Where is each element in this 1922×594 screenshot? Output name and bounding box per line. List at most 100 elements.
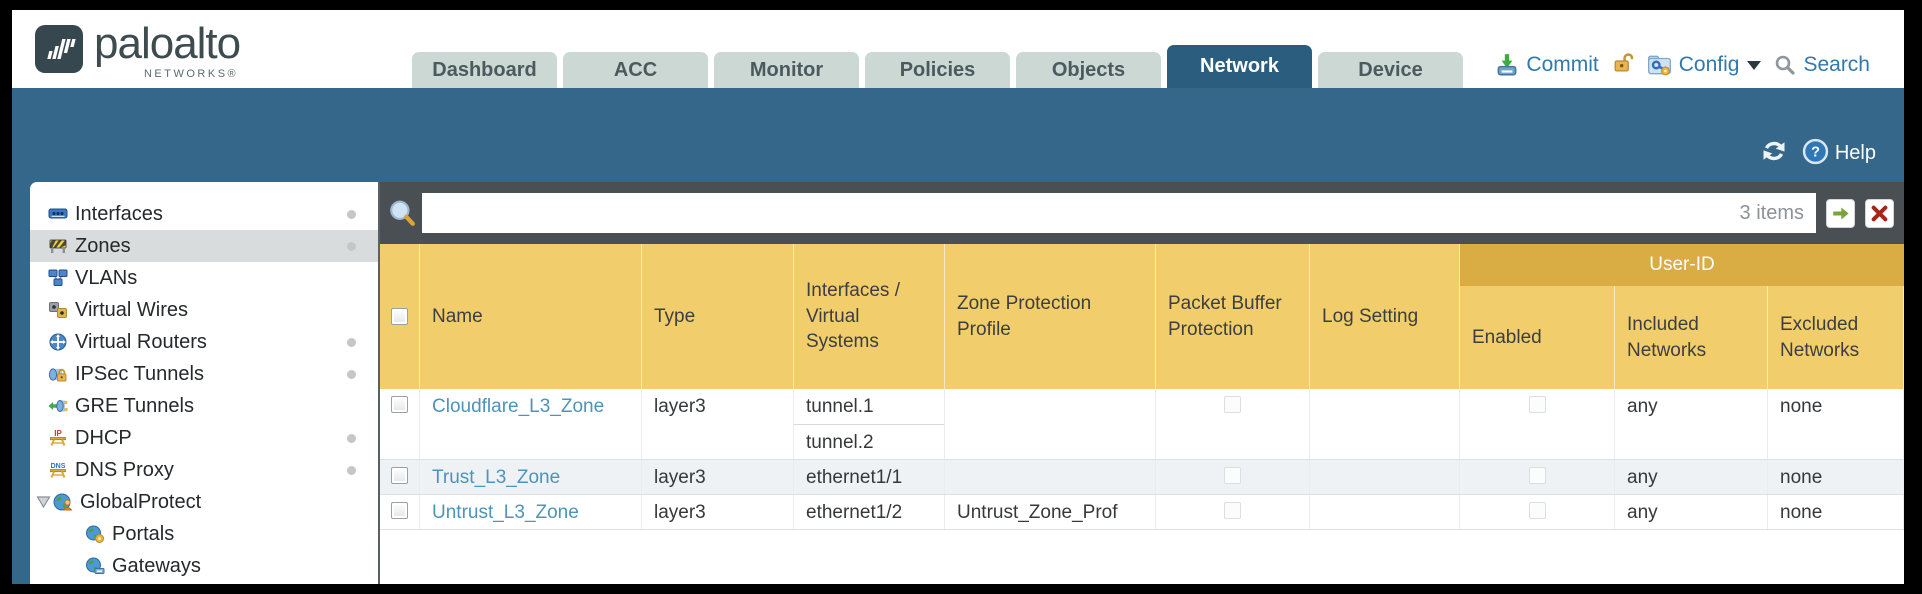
sidebar-item-zones[interactable]: Zones xyxy=(30,230,378,262)
sidebar-item-label: Interfaces xyxy=(75,202,163,225)
col-header-excluded-networks[interactable]: Excluded Networks xyxy=(1768,286,1904,389)
teal-band: ? Help xyxy=(12,88,1904,182)
zone-name-link[interactable]: Cloudflare_L3_Zone xyxy=(432,396,605,417)
zones-icon xyxy=(49,239,67,253)
top-header: paloalto NETWORKS® Dashboard ACC Monitor… xyxy=(12,10,1904,88)
col-header-included-networks[interactable]: Included Networks xyxy=(1615,286,1768,389)
main-tabs: Dashboard ACC Monitor Policies Objects N… xyxy=(412,45,1469,88)
col-header-interfaces[interactable]: Interfaces / Virtual Systems xyxy=(794,244,945,389)
tab-policies[interactable]: Policies xyxy=(865,52,1010,88)
header-actions: Commit Config xyxy=(1494,50,1870,80)
tab-dashboard[interactable]: Dashboard xyxy=(412,52,557,88)
cell-interfaces: tunnel.1 tunnel.2 xyxy=(794,389,945,459)
commit-button[interactable]: Commit xyxy=(1494,52,1599,78)
col-header-zone-protection-profile[interactable]: Zone Protection Profile xyxy=(945,244,1156,389)
select-all-checkbox[interactable] xyxy=(391,308,408,325)
sidebar-item-label: Virtual Wires xyxy=(75,298,188,321)
sidebar-item-label: Gateways xyxy=(112,554,201,577)
sidebar-item-label: IPSec Tunnels xyxy=(75,362,204,385)
tab-network[interactable]: Network xyxy=(1167,45,1312,88)
cell-zone-protection-profile xyxy=(945,389,1156,459)
vlans-icon xyxy=(48,269,68,286)
cell-log-setting xyxy=(1310,460,1460,494)
cell-type: layer3 xyxy=(642,495,794,529)
sidebar-item-ipsec-tunnels[interactable]: IPSec Tunnels xyxy=(30,358,378,390)
clear-filter-button[interactable] xyxy=(1865,198,1894,228)
green-arrow-icon xyxy=(1833,206,1849,220)
ipsec-tunnels-icon xyxy=(48,368,67,382)
main-area: Interfaces Zones xyxy=(12,182,1904,584)
cell-interfaces: ethernet1/2 xyxy=(794,495,945,529)
apply-filter-button[interactable] xyxy=(1826,198,1855,228)
chevron-down-icon xyxy=(1747,60,1762,70)
row-checkbox[interactable] xyxy=(391,467,408,484)
expander-triangle-icon[interactable] xyxy=(36,496,51,508)
dhcp-icon: IP xyxy=(50,429,66,446)
cell-packet-buffer-protection xyxy=(1156,460,1310,494)
col-header-log-setting[interactable]: Log Setting xyxy=(1310,244,1460,389)
row-checkbox[interactable] xyxy=(391,396,408,413)
config-menu-button[interactable]: Config xyxy=(1646,52,1762,78)
cell-packet-buffer-protection xyxy=(1156,495,1310,529)
sidebar-item-vlans[interactable]: VLANs xyxy=(30,262,378,294)
virtual-routers-icon xyxy=(49,333,67,351)
config-label: Config xyxy=(1678,53,1740,76)
sidebar-item-label: VLANs xyxy=(75,266,138,289)
col-header-enabled[interactable]: Enabled xyxy=(1460,286,1615,389)
zone-name-link[interactable]: Untrust_L3_Zone xyxy=(432,502,579,523)
sidebar-item-dhcp[interactable]: IP DHCP xyxy=(30,422,378,454)
svg-text:DNS: DNS xyxy=(51,463,66,470)
user-id-enabled-checkbox xyxy=(1528,396,1546,413)
interface-entry: tunnel.1 xyxy=(794,389,944,425)
zone-name-link[interactable]: Trust_L3_Zone xyxy=(432,467,561,488)
cell-name: Trust_L3_Zone xyxy=(420,460,642,494)
tab-acc[interactable]: ACC xyxy=(563,52,708,88)
sidebar-item-gateways[interactable]: Gateways xyxy=(30,550,378,582)
cell-excluded-networks: none xyxy=(1768,389,1904,459)
cell-packet-buffer-protection xyxy=(1156,389,1310,459)
cell-name: Cloudflare_L3_Zone xyxy=(420,389,642,459)
filter-search-icon xyxy=(390,200,415,226)
status-dot xyxy=(347,338,356,347)
cell-type: layer3 xyxy=(642,389,794,459)
filter-bar: 3 items xyxy=(380,182,1904,244)
commit-icon xyxy=(1497,54,1517,76)
sidebar-item-interfaces[interactable]: Interfaces xyxy=(30,198,378,230)
interface-entry: tunnel.2 xyxy=(806,432,874,453)
sidebar-item-virtual-wires[interactable]: Virtual Wires xyxy=(30,294,378,326)
sidebar-item-globalprotect[interactable]: GlobalProtect xyxy=(30,486,378,518)
search-button[interactable]: Search xyxy=(1773,53,1870,77)
row-checkbox[interactable] xyxy=(391,502,408,519)
cell-zone-protection-profile: Untrust_Zone_Prof xyxy=(945,495,1156,529)
status-dot xyxy=(347,242,356,251)
network-sidebar: Interfaces Zones xyxy=(30,182,380,584)
refresh-button[interactable] xyxy=(1760,137,1788,170)
sidebar-item-label: Portals xyxy=(112,522,175,545)
sidebar-item-virtual-routers[interactable]: Virtual Routers xyxy=(30,326,378,358)
cell-log-setting xyxy=(1310,495,1460,529)
col-header-name[interactable]: Name xyxy=(420,244,642,389)
sidebar-item-gre-tunnels[interactable]: GRE Tunnels xyxy=(30,390,378,422)
col-header-type[interactable]: Type xyxy=(642,244,794,389)
config-lock-button[interactable] xyxy=(1611,50,1634,80)
sidebar-item-dns-proxy[interactable]: DNS DNS Proxy xyxy=(30,454,378,486)
sidebar-item-label: GlobalProtect xyxy=(80,490,202,513)
sidebar-item-portals[interactable]: Portals xyxy=(30,518,378,550)
packet-buffer-checkbox xyxy=(1224,502,1241,519)
filter-input[interactable] xyxy=(422,193,1740,233)
tab-objects[interactable]: Objects xyxy=(1016,52,1161,88)
user-id-enabled-checkbox xyxy=(1528,502,1546,519)
cell-interfaces: ethernet1/1 xyxy=(794,460,945,494)
paloalto-logo-icon xyxy=(35,25,83,73)
col-header-packet-buffer-protection[interactable]: Packet Buffer Protection xyxy=(1156,244,1310,389)
cell-excluded-networks: none xyxy=(1768,460,1904,494)
cell-included-networks: any xyxy=(1615,495,1768,529)
tab-monitor[interactable]: Monitor xyxy=(714,52,859,88)
table-row: Cloudflare_L3_Zone layer3 tunnel.1 tunne… xyxy=(380,389,1904,460)
tab-device[interactable]: Device xyxy=(1318,52,1463,88)
content-area: 3 items Name Type xyxy=(380,182,1904,584)
help-button[interactable]: ? xyxy=(1802,138,1829,170)
sidebar-item-label: GRE Tunnels xyxy=(75,394,194,417)
sidebar-item-label: DHCP xyxy=(75,426,132,449)
config-icon xyxy=(1647,55,1671,76)
